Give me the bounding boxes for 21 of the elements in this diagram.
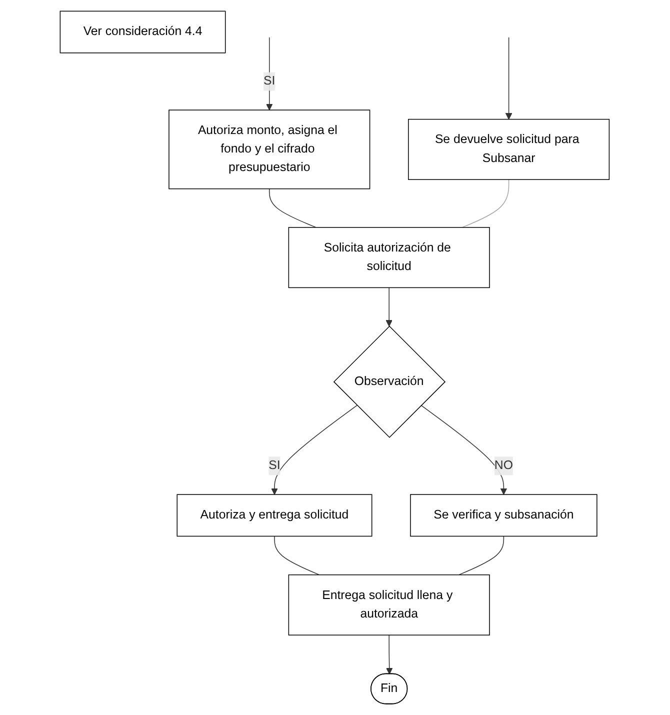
arrow — [506, 37, 512, 120]
arrow — [266, 37, 274, 110]
edge-label: SI — [268, 458, 281, 472]
node-box: Solicita autorización de solicitud — [288, 227, 490, 288]
connector — [269, 188, 317, 228]
arrow — [421, 404, 508, 495]
node-box: Se devuelve solicitud para Subsanar — [408, 118, 610, 180]
edge-label: SI — [264, 74, 276, 88]
node-box: Entrega solicitud llena y autorizada — [288, 574, 490, 636]
node-box: Se verifica y subsanación — [410, 494, 598, 537]
node-diamond: Observación — [334, 326, 446, 438]
arrow — [386, 287, 393, 327]
connector — [462, 179, 510, 228]
node-box: Ver consideración 4.4 — [60, 10, 226, 54]
connector — [274, 536, 320, 576]
node-box: Autoriza y entrega solicitud — [177, 494, 373, 537]
arrow — [386, 634, 394, 674]
arrow — [271, 404, 358, 495]
node-box: Autoriza monto, asigna el fondo y el cifrado presupuestario — [168, 110, 370, 190]
edge-label: NO — [494, 458, 514, 472]
connector — [458, 536, 504, 576]
